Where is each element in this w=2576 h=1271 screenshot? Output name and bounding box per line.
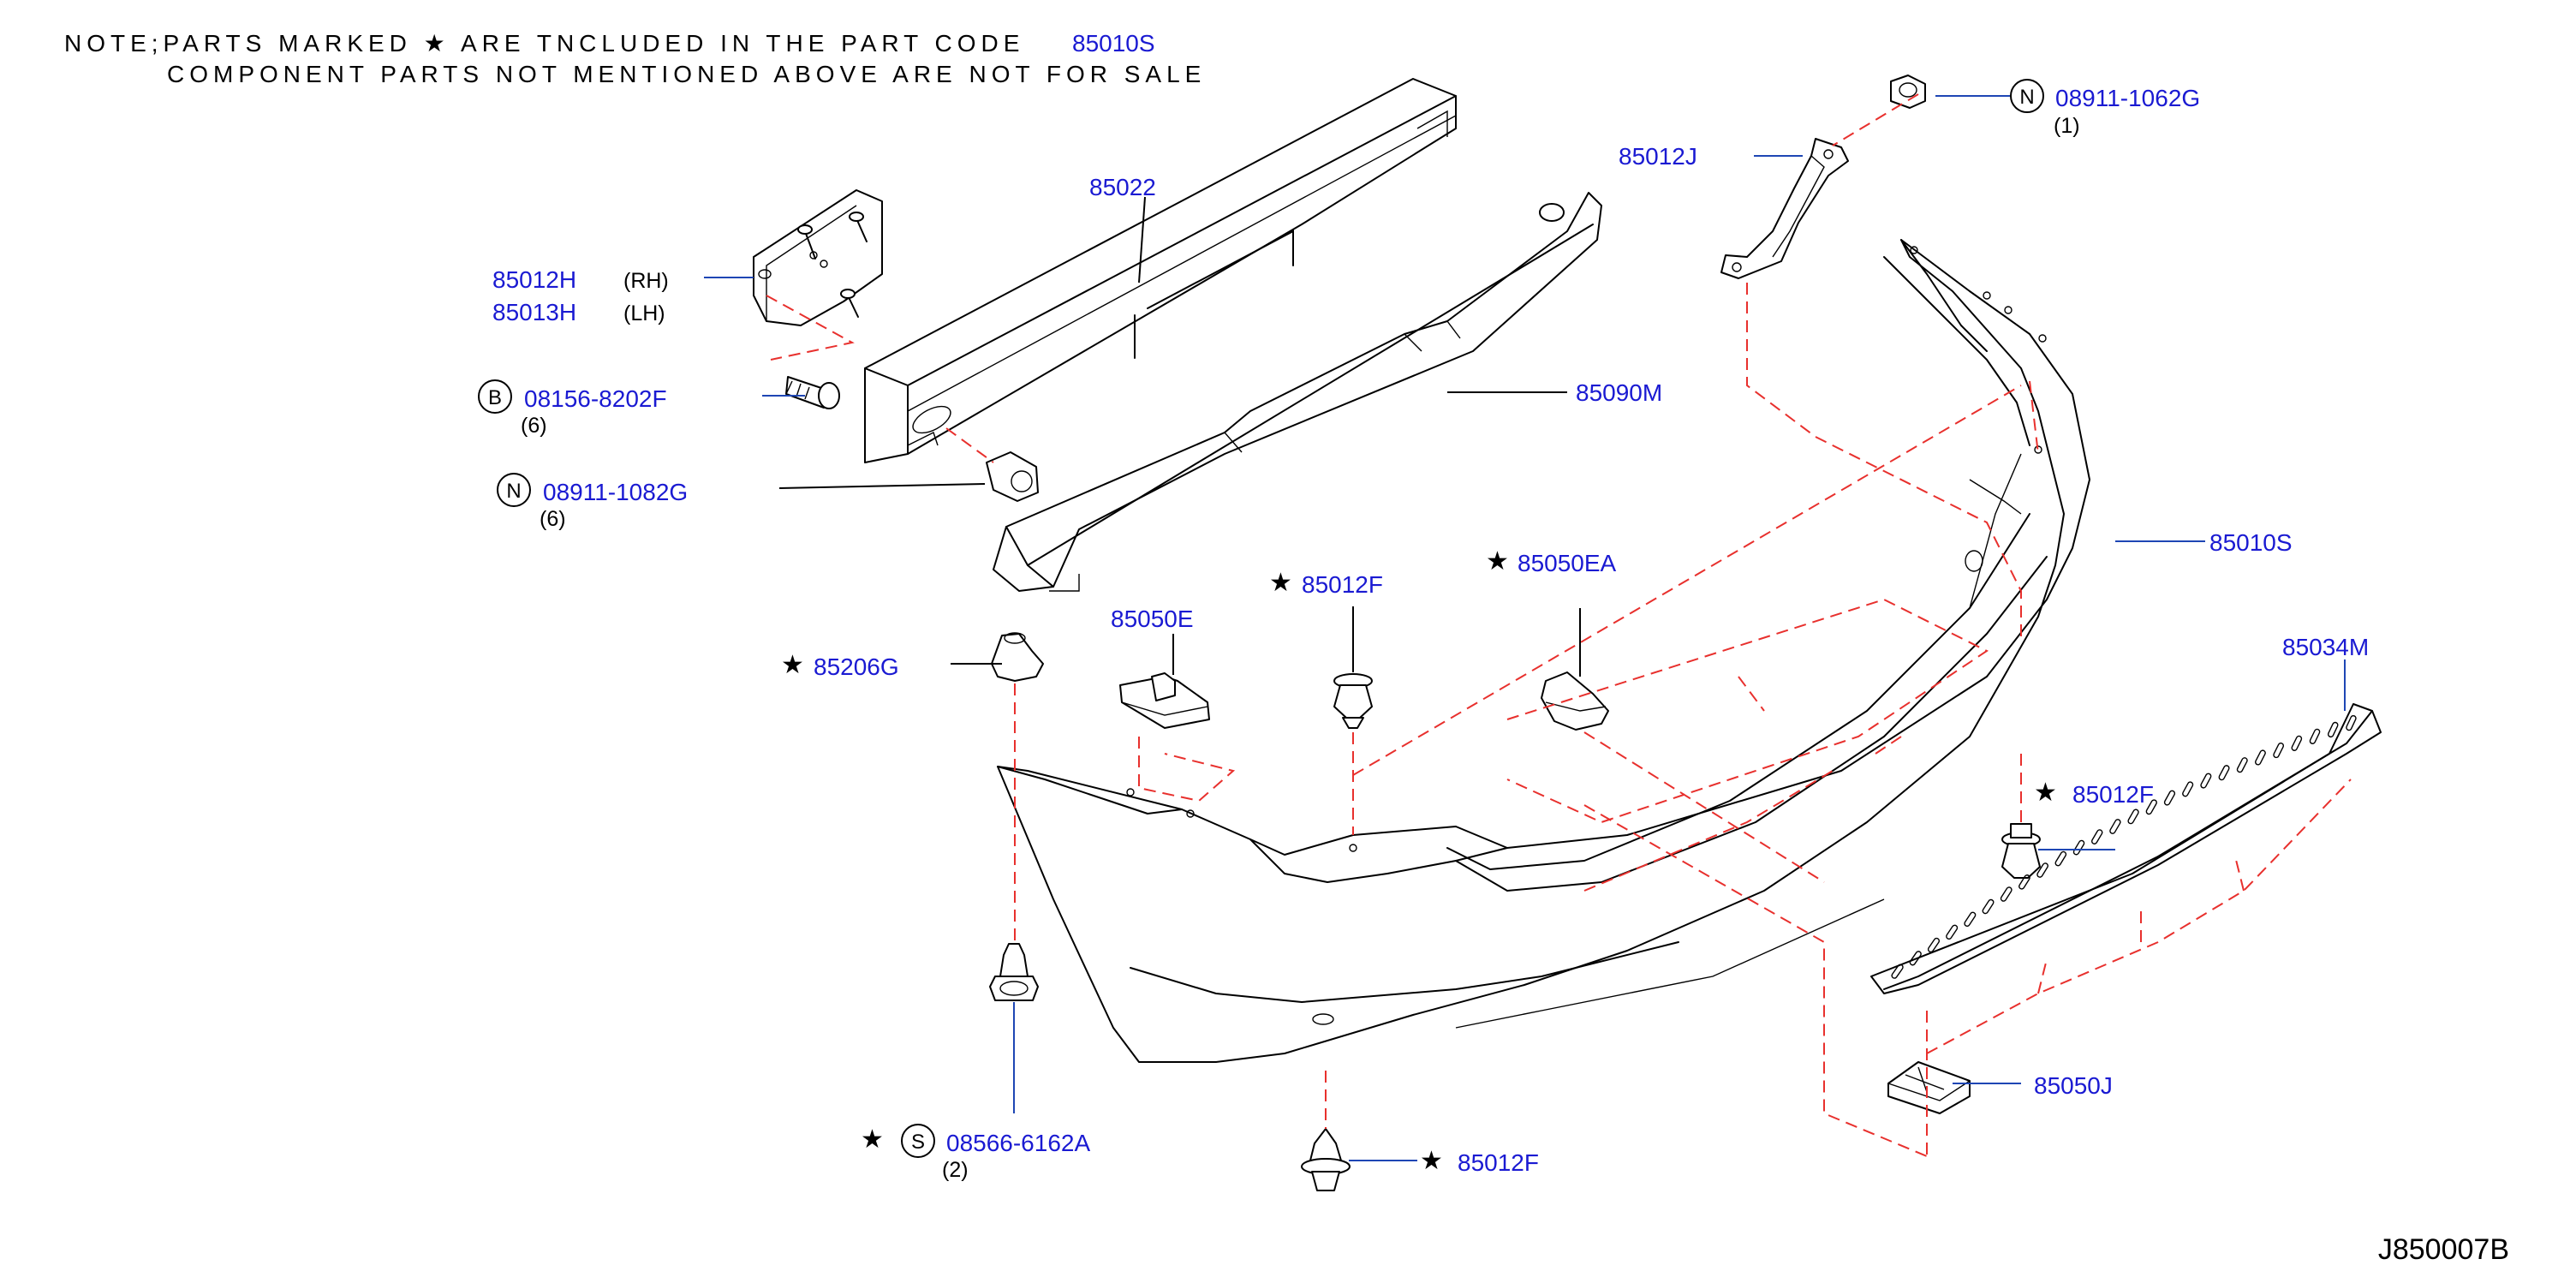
label-85022: 85022 xyxy=(1089,174,1156,200)
clip-85050e xyxy=(1119,672,1210,729)
label-85013h-side: (LH) xyxy=(623,301,665,325)
protector-slot xyxy=(2090,829,2103,844)
clip-85012f-bottom xyxy=(1301,1128,1351,1191)
clip-85012f-right xyxy=(2001,823,2041,879)
nut-08911-1082 xyxy=(986,451,1039,502)
protector-slot xyxy=(1927,937,1941,953)
label-85012j: 85012J xyxy=(1619,143,1697,170)
label-85012f-top: 85012F xyxy=(1302,571,1383,598)
label-85034m: 85034M xyxy=(2282,634,2369,660)
protector-slot xyxy=(2218,765,2230,781)
protector-slot xyxy=(2127,809,2139,825)
star-85206g: ★ xyxy=(781,650,804,680)
label-08156: 08156-8202F xyxy=(524,385,667,412)
label-85012h-side: (RH) xyxy=(623,269,669,293)
protector-slot xyxy=(1982,898,1995,915)
label-85013h: 85013H xyxy=(492,299,576,325)
prefix-circle-n1 xyxy=(497,473,531,507)
protector-slot xyxy=(2236,757,2248,773)
label-08911-1082g: 08911-1082G xyxy=(543,479,688,505)
protector-slot xyxy=(2109,819,2121,834)
label-85050e: 85050E xyxy=(1111,606,1194,632)
prefix-b: B xyxy=(488,386,502,409)
step-protector xyxy=(1870,703,2382,994)
note-line2: COMPONENT PARTS NOT MENTIONED ABOVE ARE … xyxy=(167,61,1206,87)
nut-08911-1062 xyxy=(1890,75,1926,109)
protector-slot xyxy=(2291,735,2303,751)
labels: 85022 85012H (RH) 85013H (LH) B 08156-82… xyxy=(478,79,2509,1266)
stay-85012j xyxy=(1720,138,1849,279)
protector-slot xyxy=(1909,951,1922,966)
protector-slot xyxy=(2309,728,2321,744)
label-85012f-right: 85012F xyxy=(2072,781,2154,808)
qty-08911-1082g: (6) xyxy=(540,507,566,531)
label-85206g: 85206G xyxy=(814,653,899,680)
protector-slot xyxy=(2346,714,2357,731)
qty-08566: (2) xyxy=(942,1158,969,1182)
protector-slot xyxy=(2163,790,2176,806)
label-85050ea: 85050EA xyxy=(1518,550,1617,576)
protector-slot xyxy=(2000,886,2012,902)
label-85090m: 85090M xyxy=(1576,379,1662,406)
protector-slot xyxy=(1946,924,1959,940)
reinforcement-beam xyxy=(864,78,1457,463)
clip-85050j xyxy=(1887,1061,1971,1114)
prefix-n1: N xyxy=(506,480,521,503)
bumper-fascia xyxy=(997,239,2090,1063)
protector-slot xyxy=(2273,742,2285,759)
leader-lines xyxy=(704,95,2346,1161)
label-85010s: 85010S xyxy=(2209,529,2293,556)
prefix-circle-n2 xyxy=(2010,79,2044,113)
protector-slot xyxy=(1891,964,1904,979)
clip-85050ea xyxy=(1541,671,1609,731)
diagram-code: J850007B xyxy=(2378,1233,2509,1266)
bumper-bracket xyxy=(753,189,883,326)
bolt-08156 xyxy=(785,376,840,409)
note-overlap-part: 85010S xyxy=(1072,30,1155,57)
prefix-circle-b xyxy=(478,379,512,414)
label-08911-1062g: 08911-1062G xyxy=(2055,85,2200,111)
note: NOTE;PARTS MARKED ★ ARE TNCLUDED IN THE … xyxy=(64,30,1206,87)
star-85012f-top: ★ xyxy=(1269,568,1292,598)
protector-slot xyxy=(2054,850,2067,867)
prefix-n2: N xyxy=(2019,86,2034,109)
clip-85012f-top xyxy=(1333,673,1373,729)
qty-08911-1062g: (1) xyxy=(2054,114,2080,138)
protector-slot xyxy=(2036,862,2048,878)
note-line1: NOTE;PARTS MARKED ★ ARE TNCLUDED IN THE … xyxy=(64,30,1024,57)
protector-slot xyxy=(2018,874,2030,890)
protector-slot xyxy=(2327,721,2339,738)
prefix-s: S xyxy=(911,1131,925,1154)
protector-slot xyxy=(2200,773,2212,789)
protector-slot xyxy=(2255,749,2266,766)
clip-85206g xyxy=(991,632,1044,682)
protector-slot xyxy=(2145,799,2157,815)
label-08566: 08566-6162A xyxy=(946,1130,1090,1156)
protector-slot xyxy=(2072,839,2085,856)
star-08566: ★ xyxy=(861,1125,884,1155)
label-85012h: 85012H xyxy=(492,266,576,293)
protector-slot xyxy=(2182,781,2194,797)
energy-absorber xyxy=(993,192,1602,592)
protector-slot xyxy=(1964,911,1977,928)
label-85012f-bottom: 85012F xyxy=(1458,1149,1539,1176)
alignment-lines xyxy=(766,93,2352,1157)
prefix-circle-s xyxy=(901,1124,935,1158)
qty-08156: (6) xyxy=(521,414,547,438)
label-85050j: 85050J xyxy=(2034,1072,2113,1099)
star-85012f-bottom: ★ xyxy=(1420,1146,1443,1176)
star-85012f-right: ★ xyxy=(2034,778,2057,808)
screw-08566 xyxy=(989,943,1039,1001)
star-85050ea: ★ xyxy=(1486,546,1509,576)
